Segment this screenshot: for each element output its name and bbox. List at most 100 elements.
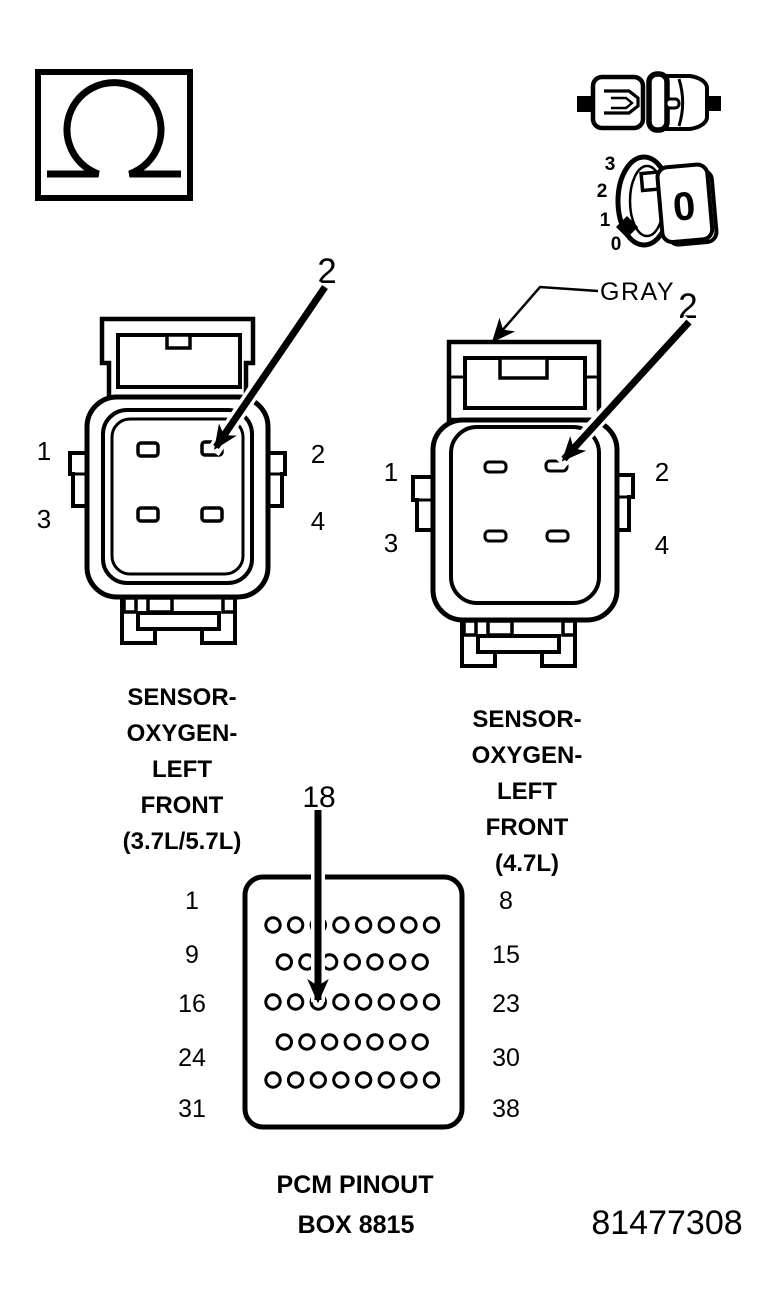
plug-body-ridge xyxy=(677,78,685,127)
pcm-row-end-label: 8 xyxy=(499,887,513,915)
terminal-fork-inner xyxy=(611,96,634,110)
left-connector-diagram: 1 2 3 4 2 SENSOR- OXYGEN- LEFT FRONT (3.… xyxy=(37,252,337,855)
housing-inner-outline-1 xyxy=(101,408,254,585)
pcm-pin xyxy=(388,1033,407,1051)
terminal-slot-small xyxy=(664,97,681,110)
dial-scale-label-1: 1 xyxy=(600,210,611,231)
pcm-pin xyxy=(422,1071,441,1089)
terminal-slot-3 xyxy=(483,529,508,543)
mounting-bracket xyxy=(460,618,577,668)
pcm-row-start-label: 24 xyxy=(178,1044,206,1072)
pin-label-4: 4 xyxy=(311,506,325,536)
pcm-pin xyxy=(332,916,350,934)
mounting-bracket xyxy=(120,596,237,645)
terminal-slot-3 xyxy=(136,506,160,523)
gray-leader-arrow xyxy=(491,285,599,343)
dial-scale-label-3: 3 xyxy=(605,154,616,175)
pcm-row-end-label: 38 xyxy=(492,1095,520,1123)
callout-2-arrow xyxy=(213,285,328,450)
pcm-pin xyxy=(422,916,441,934)
pin-label-4: 4 xyxy=(655,530,669,560)
pcm-pin xyxy=(354,916,373,934)
pcm-pin-grid xyxy=(264,916,441,1089)
lock-tab-outline xyxy=(99,316,256,397)
pcm-pin xyxy=(286,916,305,934)
pcm-pin xyxy=(377,993,395,1011)
pcm-caption-line: PCM PINOUT xyxy=(277,1171,434,1199)
pcm-pin xyxy=(377,1071,395,1089)
terminal-slot-4 xyxy=(545,529,570,543)
pcm-pin xyxy=(366,953,384,971)
pcm-pin xyxy=(422,993,441,1011)
pcm-pin xyxy=(286,1071,305,1089)
right-connector-title-line: (4.7L) xyxy=(495,850,559,877)
right-connector-title-line: LEFT xyxy=(497,778,557,805)
pcm-pin xyxy=(366,1033,384,1051)
callout-2-label: 2 xyxy=(317,252,336,291)
pcm-pin xyxy=(377,916,395,934)
pcm-row-start-label: 1 xyxy=(185,887,199,915)
dial-face xyxy=(655,162,715,245)
pcm-connector-box xyxy=(242,874,465,1130)
pcm-pin xyxy=(354,1071,373,1089)
pcm-pin xyxy=(332,993,350,1011)
pcm-row-end-label: 23 xyxy=(492,990,520,1018)
wire-stub-right xyxy=(705,96,721,111)
pcm-pin xyxy=(388,953,407,971)
pcm-pin xyxy=(400,916,418,934)
left-connector-title-line: (3.7L/5.7L) xyxy=(123,828,242,855)
pin-label-2: 2 xyxy=(311,439,325,469)
left-connector-title-line: FRONT xyxy=(141,792,224,819)
left-connector-title-line: OXYGEN- xyxy=(127,720,238,747)
connector-housing xyxy=(430,417,620,623)
lock-tab-notch xyxy=(165,333,192,350)
ohmmeter-icon xyxy=(35,69,193,201)
pin-label-3: 3 xyxy=(37,504,51,534)
housing-inner-outline-2 xyxy=(110,417,245,576)
pcm-pin xyxy=(275,1033,293,1051)
side-latch-left xyxy=(411,475,433,532)
dial-face-label: 0 xyxy=(671,184,697,230)
rotary-dial-icon: 0 3 2 1 0 xyxy=(597,154,719,255)
connector-probe-icon xyxy=(577,71,721,133)
dial-scale-label-2: 2 xyxy=(597,181,608,202)
callout-2-arrow xyxy=(561,319,692,462)
pcm-pin xyxy=(332,1071,350,1089)
left-connector-title-line: LEFT xyxy=(152,756,212,783)
pcm-pin xyxy=(343,1033,361,1051)
seal-band xyxy=(646,71,670,133)
pin-label-1: 1 xyxy=(37,436,51,466)
pcm-row-end-label: 30 xyxy=(492,1044,520,1072)
pcm-pin xyxy=(264,916,282,934)
dial-scale-label-0: 0 xyxy=(611,234,622,255)
pcm-pin xyxy=(298,1033,316,1051)
pcm-caption-line: BOX 8815 xyxy=(298,1211,415,1239)
dial-pointer-marker xyxy=(616,216,638,238)
right-connector-title-line: FRONT xyxy=(486,814,569,841)
pcm-pin xyxy=(264,993,282,1011)
pcm-row-end-label: 15 xyxy=(492,941,520,969)
pcm-pin xyxy=(275,953,293,971)
lock-tab-notch xyxy=(498,356,549,380)
right-connector-title-line: SENSOR- xyxy=(472,706,581,733)
pcm-row-start-label: 16 xyxy=(178,990,206,1018)
side-latch-right xyxy=(267,451,287,508)
plug-body-right xyxy=(665,74,709,131)
housing-inner-outline xyxy=(449,425,601,605)
pcm-pin xyxy=(400,1071,418,1089)
wire-stub-left xyxy=(577,96,594,112)
side-latch-right xyxy=(617,473,635,532)
terminal-slot-1 xyxy=(483,460,508,474)
pcm-pin xyxy=(400,993,418,1011)
pin-label-3: 3 xyxy=(384,528,398,558)
pin-label-1: 1 xyxy=(384,457,398,487)
pcm-row-start-label: 31 xyxy=(178,1095,206,1123)
pcm-pinout-diagram: 1 9 16 24 31 8 15 23 30 38 18 PCM PINOUT… xyxy=(178,781,520,1239)
pcm-pin xyxy=(320,1033,339,1051)
pcm-pin xyxy=(264,1071,282,1089)
pcm-pin xyxy=(411,953,429,971)
terminal-slot-4 xyxy=(200,506,224,523)
figure-number: 81477308 xyxy=(591,1204,742,1242)
